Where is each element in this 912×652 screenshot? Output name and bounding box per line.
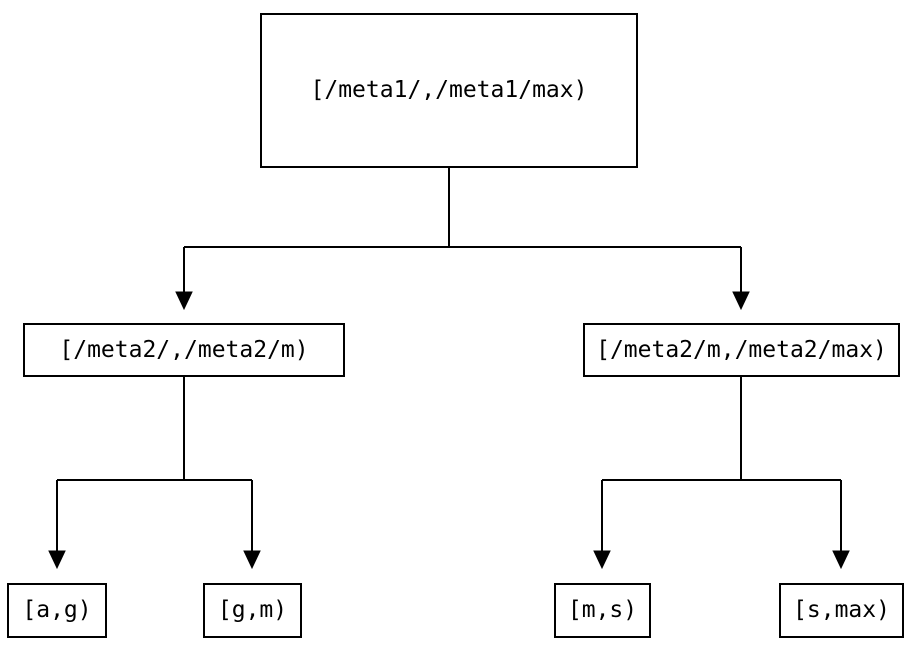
node-left-range: [/meta2/,/meta2/m)	[23, 323, 345, 377]
arrowhead-down-icon	[243, 550, 261, 570]
node-right-range: [/meta2/m,/meta2/max)	[583, 323, 900, 377]
node-leaf-s-max: [s,max)	[779, 583, 904, 638]
node-leaf-g-m: [g,m)	[203, 583, 302, 638]
arrowhead-down-icon	[593, 550, 611, 570]
node-leaf-a-g: [a,g)	[7, 583, 107, 638]
arrowhead-down-icon	[175, 291, 193, 311]
arrowhead-down-icon	[832, 550, 850, 570]
node-leaf-m-s: [m,s)	[554, 583, 651, 638]
node-root-range: [/meta1/,/meta1/max)	[260, 13, 638, 168]
arrowhead-down-icon	[732, 291, 750, 311]
arrowhead-down-icon	[48, 550, 66, 570]
